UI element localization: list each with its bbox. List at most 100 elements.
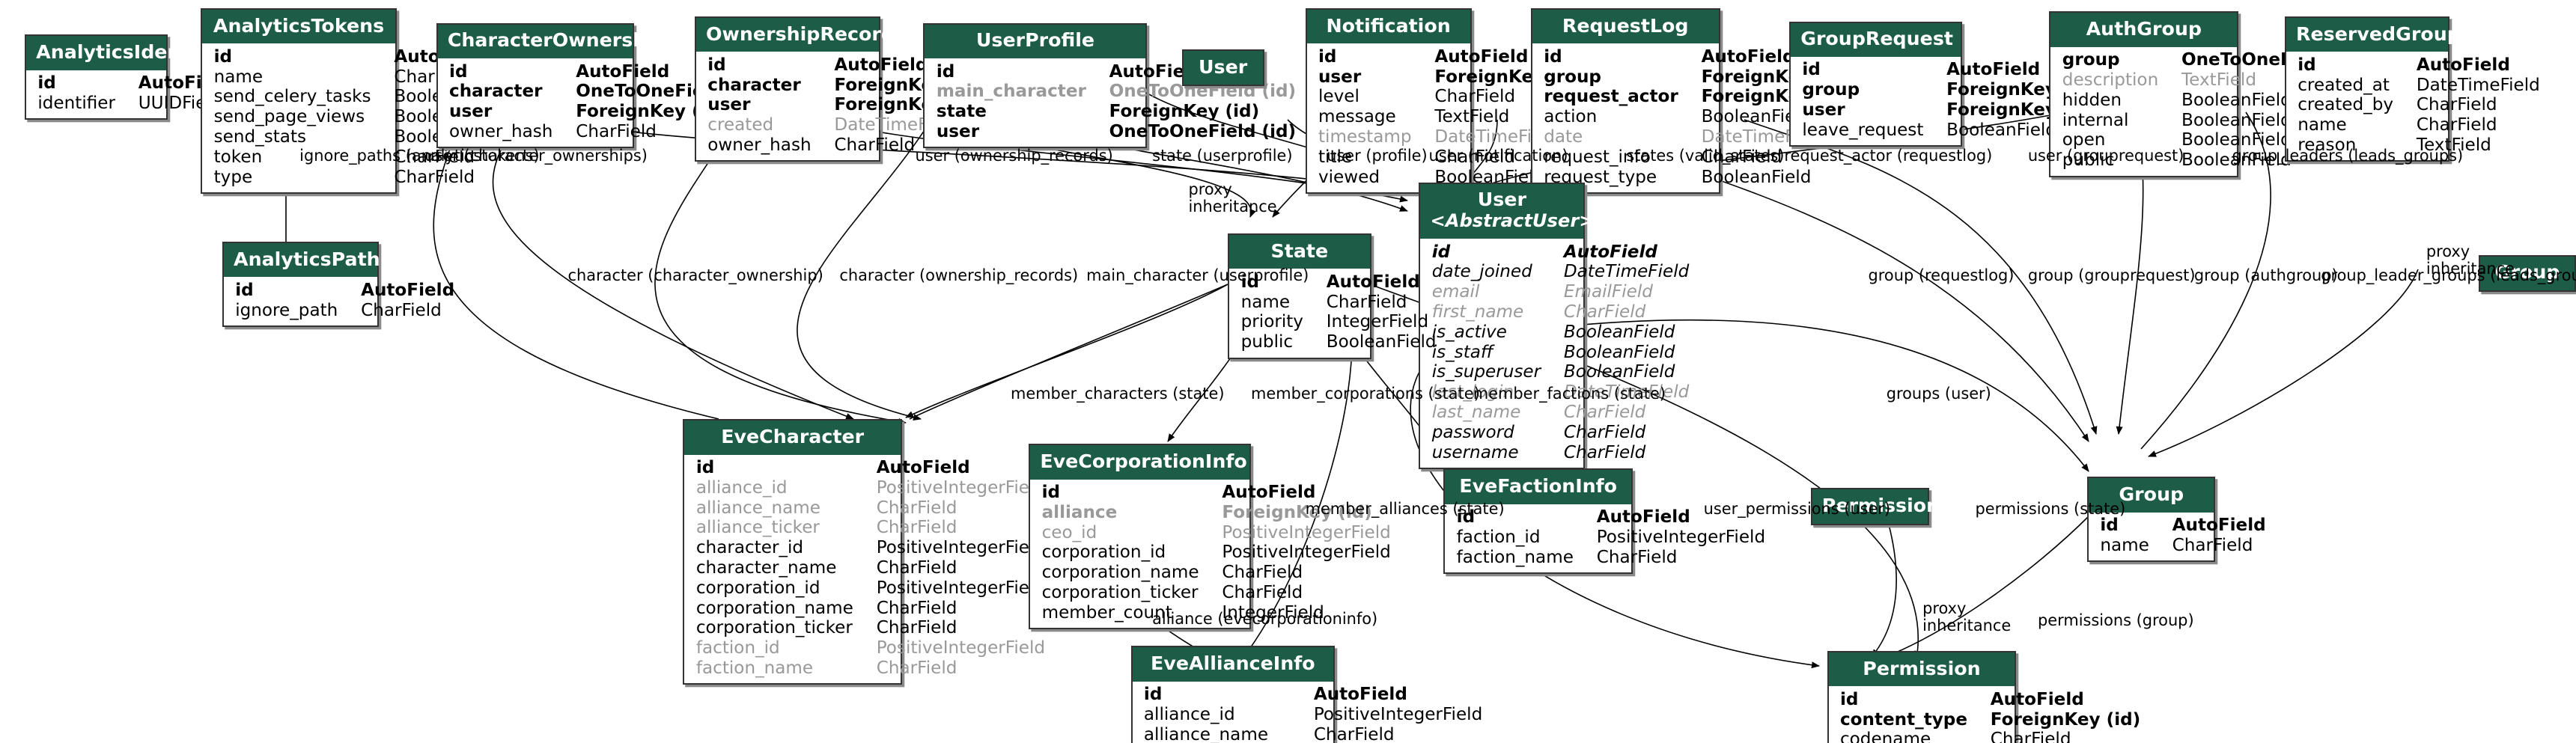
entity-header-analyticstokens: AnalyticsTokens	[202, 9, 395, 44]
field-name: group	[2062, 50, 2120, 70]
field-type: AutoField	[576, 61, 670, 82]
entity-group_stub[interactable]: Group	[2479, 254, 2576, 292]
field-type: ForeignKey (id)	[1990, 709, 2141, 730]
field-name: viewed	[1318, 167, 1380, 187]
entity-header-ownershiprecord: OwnershipRecord	[695, 17, 895, 52]
field-type: BooleanField	[1563, 342, 1675, 362]
field-type: PositiveIntegerField	[1222, 522, 1391, 542]
entity-user_stub[interactable]: User	[1181, 49, 1264, 87]
field-name: identifier	[37, 93, 115, 113]
entity-permission_stub[interactable]: Permission	[1810, 488, 1940, 525]
field-name: last_login	[1431, 382, 1514, 403]
field-name: id	[936, 61, 955, 82]
field-name: level	[1318, 87, 1359, 107]
field-name: user	[707, 95, 751, 115]
field-type: CharField	[876, 558, 957, 578]
field-type: CharField	[1434, 147, 1516, 167]
field-name: token	[213, 147, 263, 167]
field-name: id	[1143, 685, 1163, 705]
field-name: corporation_ticker	[695, 618, 853, 638]
field-type: CharField	[1563, 302, 1646, 322]
field-name: id	[707, 55, 726, 75]
field-name: public	[2062, 150, 2115, 171]
field-type: AutoField	[1222, 483, 1316, 503]
entity-header-characterownership: CharacterOwnership	[437, 24, 666, 59]
field-name: password	[1431, 422, 1514, 442]
field-type: DateTimeField	[2416, 75, 2540, 95]
field-name: corporation_name	[695, 598, 853, 618]
field-type: CharField	[1563, 402, 1646, 422]
field-type: ForeignKey (id)	[1109, 102, 1260, 122]
field-name: id	[1839, 689, 1859, 709]
field-name: character	[449, 82, 543, 102]
field-name: alliance_name	[695, 498, 820, 518]
field-name: id	[2100, 515, 2119, 535]
entity-header-requestlog: RequestLog	[1532, 9, 1719, 44]
field-type: OneToOneField (id)	[1109, 122, 1297, 141]
field-type: CharField	[876, 618, 957, 638]
edge-label: group_leaders (leads_groups)	[2232, 146, 2464, 165]
entity-title: Group	[2494, 261, 2560, 284]
edge-label: user_permissions (user)	[1703, 499, 1891, 518]
field-type: CharField	[1563, 422, 1646, 442]
field-type: AutoField	[1946, 60, 2041, 80]
field-type: IntegerField	[1222, 602, 1324, 623]
edge-label: member_corporations (state)	[1251, 385, 1480, 403]
entity-header-reservedgroupname: ReservedGroupName	[2286, 17, 2522, 52]
entity-analyticstokens[interactable]: AnalyticsTokensidAutoFieldnameCharFields…	[201, 7, 504, 195]
field-name: alliance	[1041, 502, 1118, 522]
entity-title: AnalyticsTokens	[213, 14, 385, 37]
field-name: content_type	[1839, 709, 1967, 730]
field-name: group	[1544, 67, 1601, 87]
field-type: CharField	[1434, 87, 1516, 107]
field-type: AutoField	[834, 55, 928, 75]
field-type: CharField	[2416, 95, 2497, 115]
field-type: PositiveIntegerField	[1222, 542, 1391, 563]
edge-label: user (character_ownerships)	[424, 146, 648, 165]
field-name: id	[213, 46, 233, 67]
field-type: PositiveIntegerField	[1596, 527, 1766, 547]
field-type: AutoField	[876, 458, 970, 478]
field-name: character	[707, 75, 801, 95]
entity-header-grouprequest: GroupRequest	[1791, 22, 1961, 58]
field-name: id	[235, 280, 254, 300]
field-name: main_character	[936, 82, 1086, 102]
entity-header-permission_stub: Permission	[1812, 489, 1940, 524]
field-type: BooleanField	[1563, 362, 1675, 382]
field-type: AutoField	[1313, 685, 1407, 705]
